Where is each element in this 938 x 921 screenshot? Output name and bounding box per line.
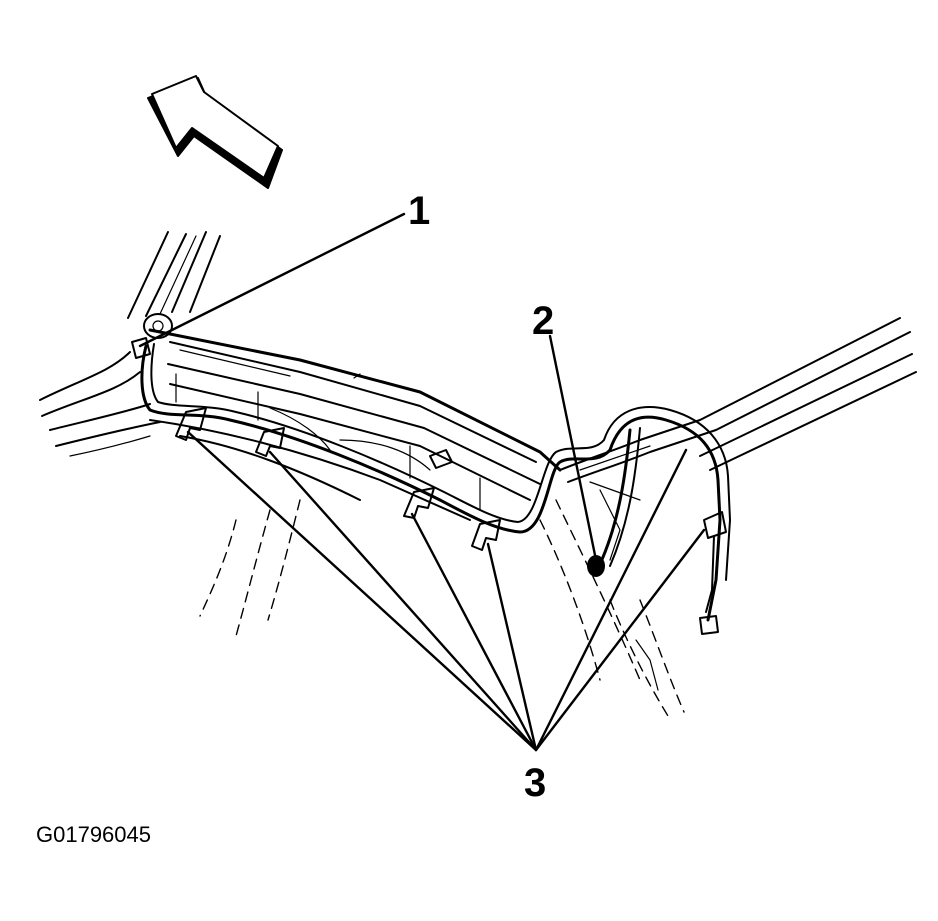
direction-arrow-icon: [147, 75, 283, 189]
wiring-harness: [140, 343, 731, 635]
figure-id: G01796045: [36, 822, 151, 847]
door-opening-hidden-lines: [199, 481, 685, 717]
leader-lines: [138, 212, 706, 752]
roof-rail-structure: [39, 313, 917, 521]
windshield-pillar: [127, 231, 221, 319]
callout-2: 2: [532, 299, 554, 343]
callout-3: 3: [524, 761, 546, 805]
callout-1: 1: [408, 189, 430, 233]
